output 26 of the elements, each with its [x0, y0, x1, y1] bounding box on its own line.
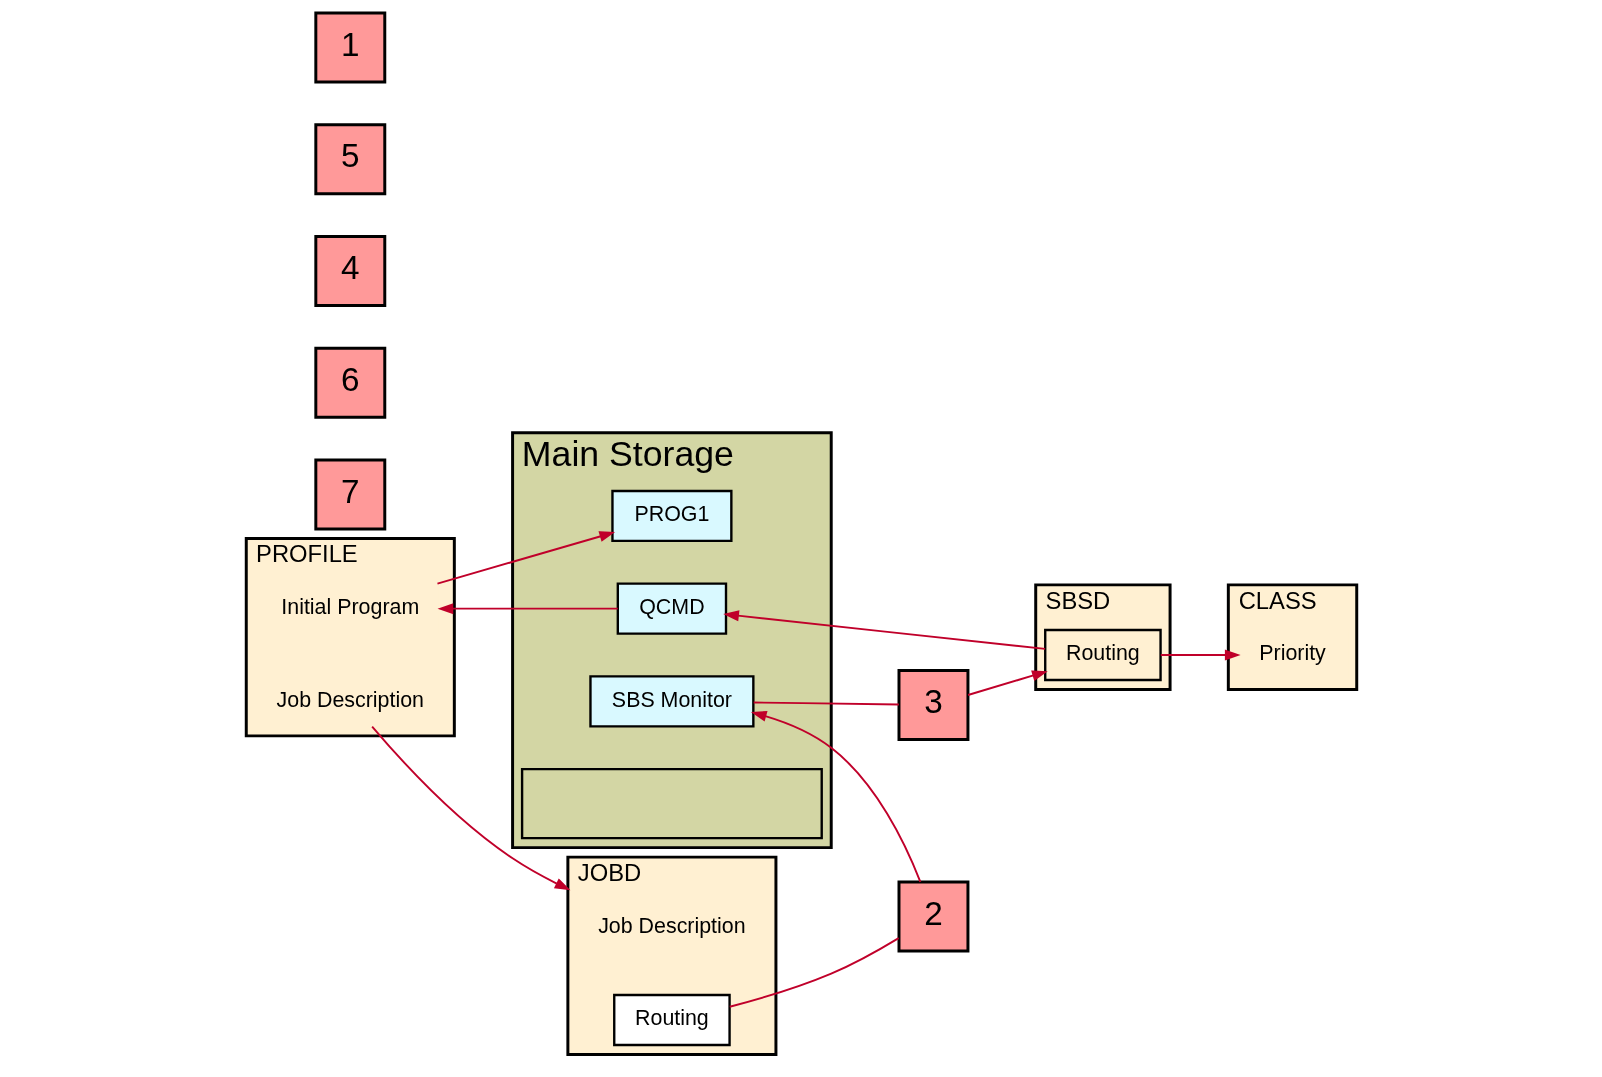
- node-text: Job Description: [597, 913, 746, 938]
- node-box: 2: [897, 880, 969, 953]
- arrow: [1159, 649, 1241, 661]
- arrow: [750, 710, 921, 883]
- node-box: 7: [313, 458, 386, 531]
- node-text: Initial Program: [280, 594, 419, 619]
- connector: [728, 937, 900, 1008]
- node-box: Routing: [1043, 628, 1162, 682]
- node-box: 5: [313, 123, 386, 196]
- node-box: 1: [313, 11, 386, 84]
- node-box: 4: [313, 235, 386, 307]
- node-box: Routing: [612, 993, 731, 1047]
- node-box: QCMD: [616, 582, 727, 635]
- arrow: [722, 610, 1046, 650]
- node-text: Priority: [1258, 641, 1326, 666]
- node-box: 3: [897, 669, 969, 741]
- node-box: SBS Monitor: [588, 675, 755, 728]
- arrow: [966, 670, 1048, 696]
- arrow: [437, 603, 619, 615]
- node-box: PROG1: [610, 489, 733, 543]
- connector: [752, 701, 900, 706]
- node-box: 6: [313, 346, 386, 419]
- node-bar: [520, 767, 823, 840]
- arrow: [436, 531, 615, 585]
- node-text: Job Description: [276, 687, 424, 712]
- arrow: [370, 725, 570, 891]
